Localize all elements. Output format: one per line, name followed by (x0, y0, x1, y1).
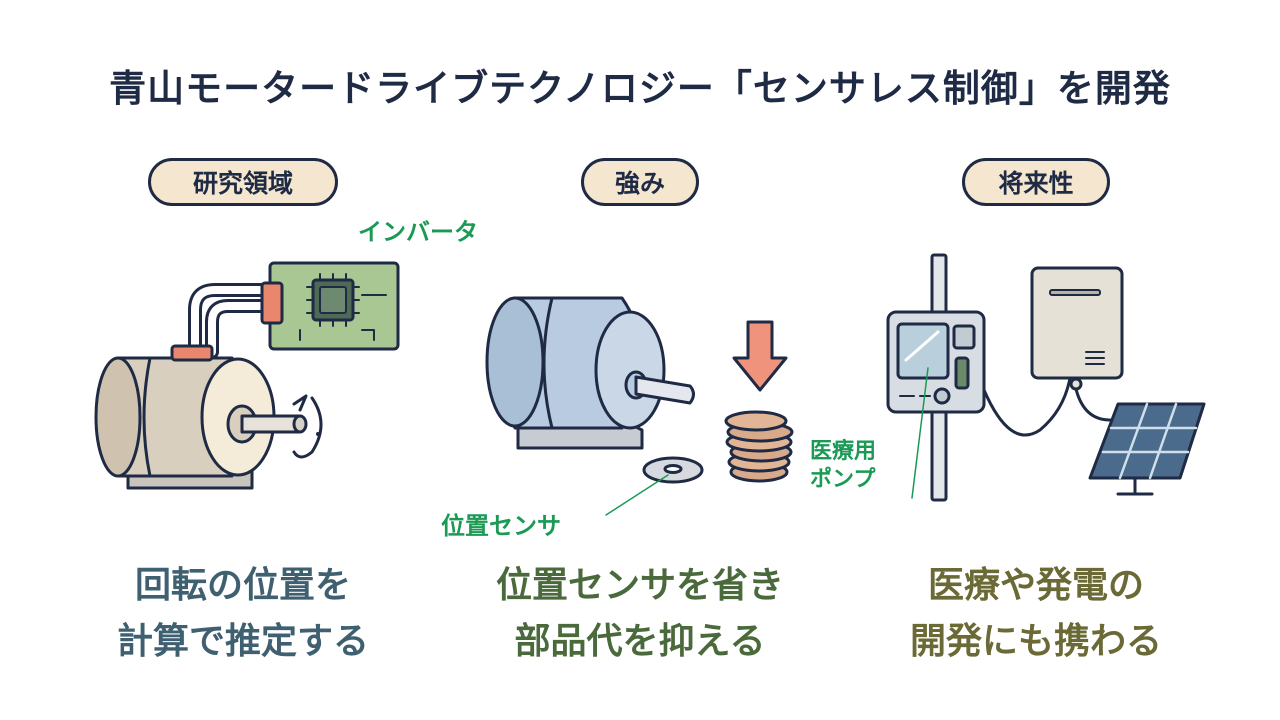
caption-research-area: 回転の位置を 計算で推定する (43, 558, 443, 670)
motor-with-inverter-illustration (94, 261, 400, 490)
medical-pump-label-line1: 医療用 (810, 439, 877, 464)
future-applications-illustration (886, 253, 1206, 502)
caption-future: 医療や発電の 開発にも携わる (836, 558, 1236, 670)
medical-pump-label: 医療用 ポンプ (810, 438, 876, 494)
cost-reduction-illustration (485, 296, 794, 516)
page-title: 青山モータードライブテクノロジー「センサレス制御」を開発 (109, 67, 1171, 110)
inverter-label: インバータ (358, 218, 478, 246)
caption-strength-line2: 部品代を抑える (514, 621, 766, 662)
heading-strength-text: 強み (614, 169, 665, 198)
caption-research-area-line2: 計算で推定する (116, 621, 369, 662)
heading-future: 将来性 (962, 158, 1110, 206)
heading-strength: 強み (581, 158, 699, 206)
caption-future-line2: 開発にも携わる (909, 621, 1162, 662)
heading-research-area-text: 研究領域 (192, 169, 293, 198)
caption-future-line1: 医療や発電の (927, 565, 1144, 606)
caption-research-area-line1: 回転の位置を (134, 565, 351, 606)
caption-strength-line1: 位置センサを省き (495, 565, 784, 606)
heading-future-text: 将来性 (998, 169, 1074, 198)
medical-pump-label-line2: ポンプ (810, 467, 876, 492)
caption-strength: 位置センサを省き 部品代を抑える (440, 558, 840, 670)
heading-research-area: 研究領域 (148, 158, 338, 206)
position-sensor-label: 位置センサ (441, 512, 561, 540)
